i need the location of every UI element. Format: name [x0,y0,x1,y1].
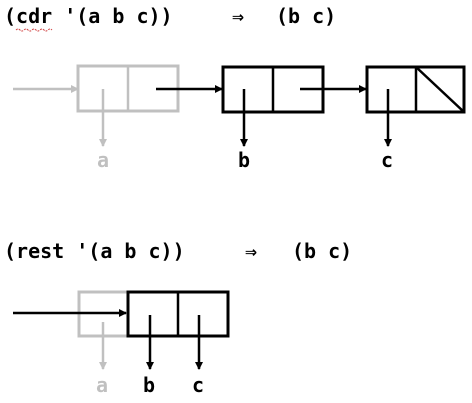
cdr-result: (b c) [276,4,336,28]
cdr-yields-arrow: ⇒ [232,4,244,28]
rest-result: (b c) [292,239,352,263]
cdr-cons-cell-c [365,65,466,114]
cdr-label-a: a [97,148,109,172]
cdr-section: (cdr '(a b c)) ⇒ (b c) a b c [4,4,466,172]
nil-slash [415,66,465,113]
rest-yields-arrow: ⇒ [245,239,257,263]
cdr-function-name: cdr [16,4,52,28]
rest-label-c: c [192,373,204,397]
rest-section: (rest '(a b c)) ⇒ (b c) a b c [4,239,352,397]
rest-label-a: a [96,373,108,397]
rest-label-b: b [143,373,155,397]
cdr-label-c: c [381,148,393,172]
spellcheck-underline [15,28,53,32]
cdr-label-b: b [238,148,250,172]
cdr-expression: (cdr '(a b c)) [4,4,173,28]
rest-cons-cell-bc [126,290,230,338]
rest-expression: (rest '(a b c)) [4,239,185,263]
